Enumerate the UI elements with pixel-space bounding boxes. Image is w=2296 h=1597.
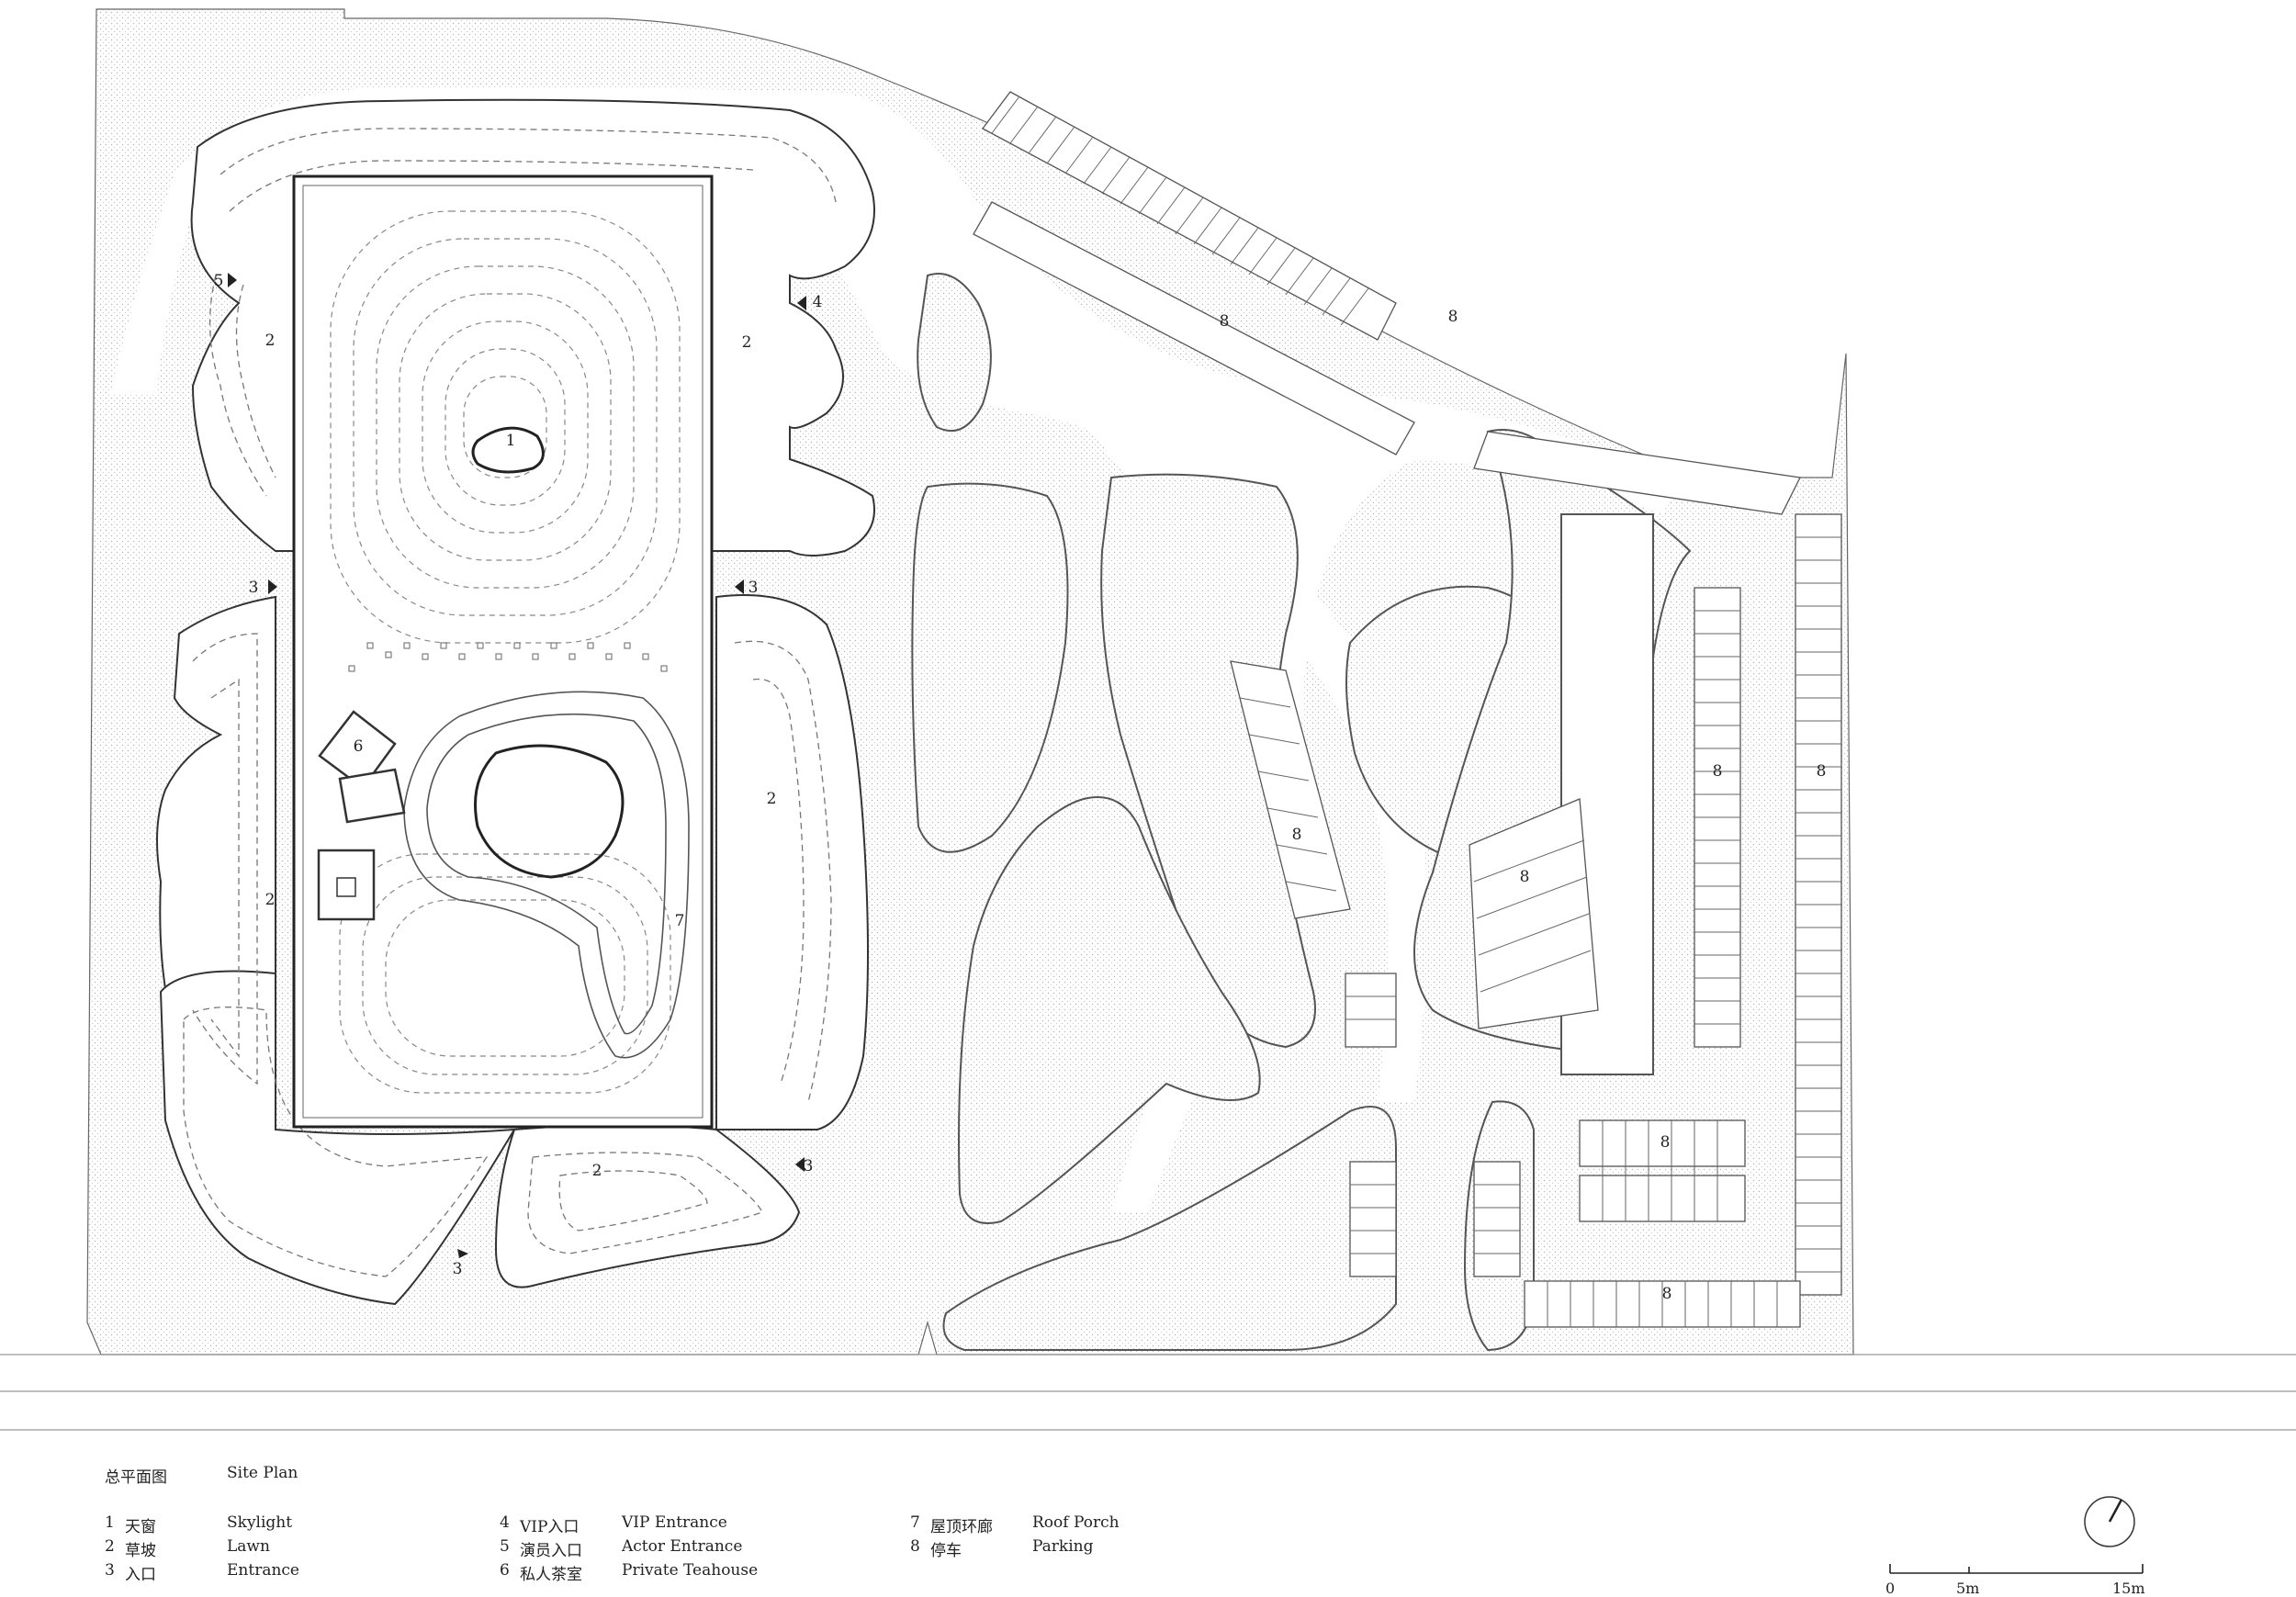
label-parking-2: 8 [1448,308,1458,326]
landscape-islands [911,273,1692,1352]
title-chinese: 总平面图 [105,1468,167,1487]
label-parking-5: 8 [1713,762,1723,781]
label-parking-6: 8 [1817,762,1827,781]
label-entrance-se: 3 [804,1157,814,1175]
roads [110,87,1681,1212]
label-lawn-nw: 2 [265,332,276,350]
plan-labels: 1 2 2 2 2 2 3 3 3 3 4 5 6 7 8 8 8 8 8 8 … [214,272,1827,1303]
lawn-contours [183,128,837,1277]
title-english: Site Plan [227,1464,298,1482]
skylight-opening [471,426,545,474]
scale-label-0: 0 [1885,1580,1896,1597]
parking-stall-dividers [991,96,1841,1327]
scale-label-5m: 5m [1956,1580,1980,1597]
roof-porch [403,691,690,1059]
label-lawn-w: 2 [265,891,276,909]
label-lawn-e: 2 [767,790,777,808]
label-parking-3: 8 [1292,826,1302,844]
label-actor-entrance: 5 [214,272,224,290]
label-vip-entrance: 4 [813,293,823,311]
label-lawn-s: 2 [592,1162,602,1180]
roof-contours [330,210,681,1094]
north-arrow-icon [2084,1496,2135,1547]
label-lawn-ne: 2 [742,333,752,352]
label-parking-1: 8 [1220,312,1230,331]
entrance-arrows [228,273,806,1258]
label-skylight: 1 [506,432,516,450]
label-parking-4: 8 [1520,868,1530,886]
label-entrance-s: 3 [453,1260,463,1278]
label-teahouse: 6 [354,737,364,756]
legend: 1 天窗 Skylight 2 草坡 Lawn 3 入口 Entrance 4 … [105,1513,1120,1584]
label-entrance-w: 3 [249,579,259,597]
roof-seating [348,642,668,672]
label-roof-porch: 7 [675,912,685,930]
label-entrance-e: 3 [748,579,759,597]
building-roof [292,174,714,1129]
scale-bar [1889,1564,2144,1574]
street-lines [0,1354,2296,1431]
label-parking-7: 8 [1660,1133,1671,1152]
scale-label-15m: 15m [2112,1580,2145,1597]
private-teahouses [317,710,406,921]
label-parking-8: 8 [1662,1285,1672,1303]
